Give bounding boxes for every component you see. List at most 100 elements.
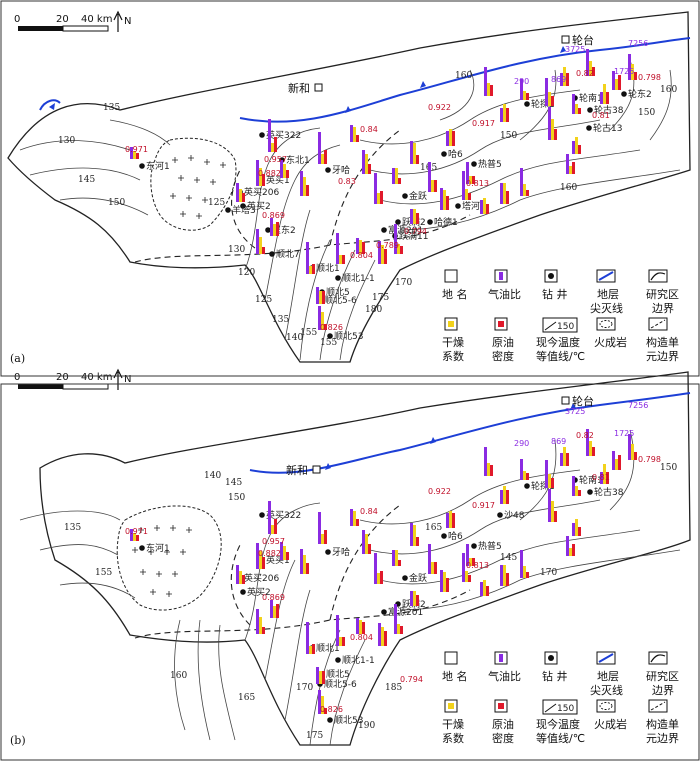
legend-boundary-box [648, 269, 668, 283]
density-bar [416, 595, 419, 606]
dry-bar [283, 546, 286, 560]
gor-bar [356, 238, 359, 254]
north-arrow-b-icon [113, 368, 123, 390]
value-label: 290 [514, 439, 529, 448]
gor-bar [350, 509, 353, 526]
gor-bar [374, 553, 377, 584]
density-bar [526, 93, 529, 100]
legend-temp-box [542, 317, 578, 333]
gor-bar [318, 306, 321, 330]
density-bar [398, 560, 401, 566]
dry-bar [365, 154, 368, 174]
panel-a-frame [0, 0, 700, 377]
density-bar [551, 478, 554, 488]
legend-pinch-label: 地层 [597, 288, 619, 301]
north-arrow-icon [113, 10, 123, 32]
gor-bar [462, 171, 465, 200]
legend-density-label: 原油 [492, 335, 514, 349]
pinch-arrow-icon [49, 103, 55, 110]
legend-temp-label-2: 等值线/℃ [536, 349, 585, 363]
legend-igneous-box [596, 317, 616, 331]
legend-boundary-icon [650, 654, 666, 663]
gor-bar [336, 615, 339, 646]
well-dot-icon [327, 717, 333, 723]
place-marker-icon [312, 465, 321, 474]
bars-b [130, 429, 637, 714]
well-label: 东河1 [146, 542, 170, 554]
density-bar [274, 519, 277, 534]
gor-bar [612, 451, 615, 470]
legend-gor-label: 气油比 [488, 287, 521, 301]
legend-dry-label: 干燥 [442, 718, 464, 731]
well-label: 英买2 [247, 586, 271, 598]
density-bar [526, 572, 529, 578]
value-label: 0.971 [125, 527, 148, 536]
density-bar [306, 563, 309, 574]
density-bar [324, 708, 327, 714]
well-dot-icon [381, 609, 387, 615]
gor-bar [600, 92, 603, 104]
legend-unit-box [648, 699, 668, 713]
well-dot-icon [524, 483, 530, 489]
gor-bar [500, 108, 503, 122]
place-marker-icon [314, 83, 323, 92]
legend-pinch-label: 地层 [597, 670, 619, 683]
well-dot-icon [441, 533, 447, 539]
contour-label: 150 [638, 108, 655, 118]
legend-dry-label-2: 系数 [442, 350, 464, 363]
well-label: 沙48 [504, 510, 525, 521]
density-bar [416, 155, 419, 164]
gor-bar [392, 550, 395, 566]
dry-bar [271, 525, 274, 534]
contour-label: 140 [204, 471, 221, 481]
density-bar [618, 455, 621, 470]
unit-boundary-a [134, 129, 471, 263]
dry-bar [503, 486, 506, 504]
north-b-label: N [124, 374, 131, 385]
legend-temp-sample: 150 [557, 704, 574, 714]
well-dot-icon [269, 251, 275, 257]
legend-place-icon [444, 269, 458, 283]
density-bar [416, 537, 419, 546]
dry-bar [377, 573, 380, 584]
igneous-crosses-b [132, 525, 192, 597]
dry-bar [239, 189, 242, 202]
value-label: 0.957 [262, 537, 285, 546]
dry-bar [483, 580, 486, 596]
value-label: 1725 [614, 429, 634, 438]
value-label: 0.81 [592, 473, 610, 482]
well-label: 轮南1 [579, 474, 603, 486]
gor-bar [572, 94, 575, 114]
gor-bar [566, 536, 569, 556]
value-label: 3725 [565, 45, 585, 54]
gor-bar [256, 609, 259, 634]
dry-bar [339, 255, 342, 264]
contour-label: 175 [372, 293, 389, 303]
gor-bar [316, 287, 319, 304]
dry-bar [321, 312, 324, 330]
gor-bar [566, 154, 569, 174]
density-bar [468, 575, 471, 582]
density-bar [262, 247, 265, 254]
panel-b-tag: (b) [10, 734, 26, 747]
dry-bar [303, 555, 306, 574]
dry-bar [413, 591, 416, 606]
dry-bar [273, 224, 276, 236]
dry-bar [321, 534, 324, 544]
density-bar [506, 108, 509, 122]
gor-bar [336, 233, 339, 264]
well-label: 英买322 [266, 509, 301, 521]
dry-bar [339, 637, 342, 646]
dry-bar [523, 91, 526, 100]
well-dot-icon [497, 512, 503, 518]
density-bar [572, 544, 575, 556]
dry-bar [381, 245, 384, 264]
gor-bar [548, 107, 551, 140]
contour-label: 145 [500, 553, 517, 563]
gor-bar [300, 171, 303, 196]
legend-pinch-label-2: 尖灭线 [590, 683, 623, 697]
gor-bar [484, 67, 487, 96]
value-label: 0.84 [360, 507, 378, 516]
well-dot-icon [335, 657, 341, 663]
